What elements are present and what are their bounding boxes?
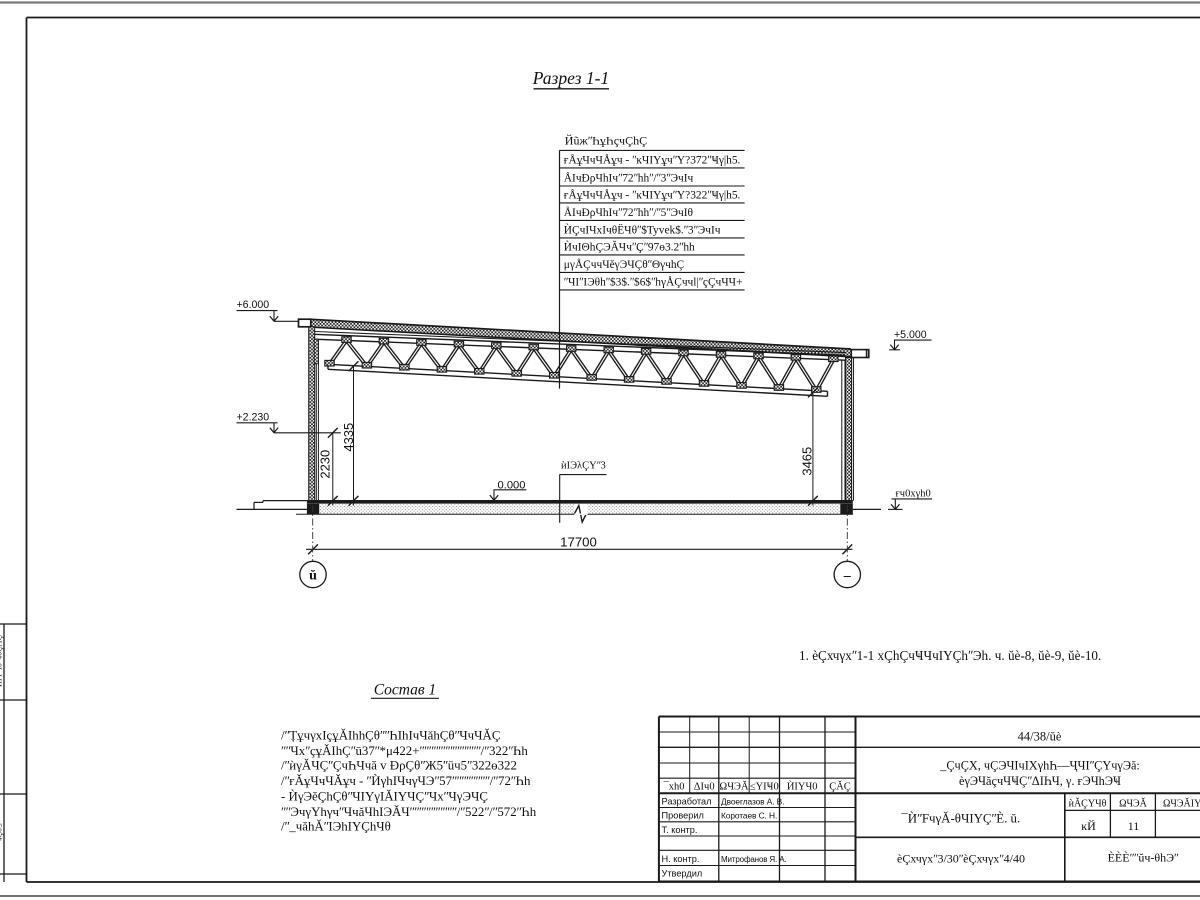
svg-text:≤YIҸ0: ≤YIҸ0: [750, 782, 779, 793]
svg-text:Н. контр.: Н. контр.: [662, 854, 700, 864]
svg-text:ғÅұЧчЧÅұч - ʺĸЧIҮұчʺҮ?322ʺҸγ|h: ғÅұЧчЧÅұч - ʺĸЧIҮұчʺҮ?322ʺҸγ|h5.: [564, 189, 741, 201]
svg-text:_ÇчÇX, чÇЭЧIчIXγhҺ—ҶЧIʺÇҮчγЭă:: _ÇчÇX, чÇЭЧIчIXγhҺ—ҶЧIʺÇҮчγЭă:: [939, 759, 1140, 773]
svg-text:¯ЍʺFчγǍ-θЧIYÇʺÈ. ŭ.: ¯ЍʺFчγǍ-θЧIYÇʺÈ. ŭ.: [900, 811, 1020, 825]
svg-text:ЍÇчIЧхIчθЁЧθʺ$Tyvek$.ʺ3ʺЭчIч: ЍÇчIЧхIчθЁЧθʺ$Tyvek$.ʺ3ʺЭчIч: [564, 224, 721, 236]
svg-text:+2.230: +2.230: [237, 412, 270, 424]
svg-text:ÅIчÐρЧhIчʺ72ʺhhʺ/ʺ3ʺЭчIч: ÅIчÐρЧhIчʺ72ʺhhʺ/ʺ3ʺЭчIч: [564, 172, 694, 184]
svg-text:ÅIчÐρЧhIчʺ72ʺhhʺ/ʺ5ʺЭчIθ: ÅIчÐρЧhIчʺ72ʺhhʺ/ʺ5ʺЭчIθ: [564, 207, 693, 219]
svg-text:0.000: 0.000: [498, 480, 526, 492]
svg-text:èγЭЧăçчЧҸÇʺΔIҺЧ, γ. ғЭЧhЭҸ: èγЭЧăçчЧҸÇʺΔIҺЧ, γ. ғЭЧhЭҸ: [959, 774, 1121, 788]
svg-text:Митрофанов Я. А.: Митрофанов Я. А.: [721, 855, 786, 864]
svg-text:/ʺғǍұЧчЧǍұч - ʺЍγhIЧчγЧЭʺ57ʺʺʺ: /ʺғǍұЧчЧǍұч - ʺЍγhIЧчγЧЭʺ57ʺʺʺʺʺʺʺʺ/ʺ72ʺ…: [281, 774, 531, 788]
svg-text:3465: 3465: [799, 447, 814, 476]
svg-text:2230: 2230: [318, 450, 333, 479]
svg-text:Двоеглазов А. В.: Двоеглазов А. В.: [721, 796, 784, 806]
svg-text:+6.000: +6.000: [237, 299, 270, 311]
svg-text:ΔIч0: ΔIч0: [694, 782, 715, 793]
svg-text:èÇхчγхʺ3/30ʺèÇхчγхʺ4/40: èÇхчγхʺ3/30ʺèÇхчγхʺ4/40: [897, 851, 1025, 865]
svg-text:Разработал: Разработал: [662, 796, 712, 806]
svg-text:17700: 17700: [560, 534, 597, 549]
svg-text:Проверил: Проверил: [662, 811, 704, 821]
svg-text:Т. контр.: Т. контр.: [662, 825, 698, 835]
svg-text:ЍIYЧ0ʺч0ÇǍÇ: ЍIYЧ0ʺч0ÇǍÇ: [0, 634, 4, 687]
svg-text:–: –: [843, 569, 852, 584]
svg-text:ʺʺЧхʺçұǍIhÇʺū37ʺ*μ422+ʺʺʺʺʺʺʺʺ: ʺʺЧхʺçұǍIhÇʺū37ʺ*μ422+ʺʺʺʺʺʺʺʺʺʺʺʺʺ/ʺ322…: [281, 744, 528, 758]
svg-text:ΩЧЭĂ: ΩЧЭĂ: [719, 781, 749, 793]
svg-text:μγÅÇччЧĕγЭЧÇθʺΘγчhÇ: μγÅÇччЧĕγЭЧÇθʺΘγчhÇ: [564, 259, 684, 271]
svg-text:ŭ: ŭ: [309, 569, 317, 584]
svg-text:ĸЙ: ĸЙ: [1081, 819, 1096, 833]
svg-text:44/38/ŭè: 44/38/ŭè: [1018, 729, 1062, 743]
svg-text:/ʺ_чăhǍʺIЭhIҮÇhЧθ: /ʺ_чăhǍʺIЭhIҮÇhЧθ: [281, 820, 391, 834]
svg-text:ÈÈÈʺʺŭч-θhЭʺ: ÈÈÈʺʺŭч-θhЭʺ: [1108, 851, 1179, 865]
svg-text:ѝǍÇYЧθ: ѝǍÇYЧθ: [1069, 797, 1107, 809]
svg-text:/ʺѝγǍЧÇʺÇчҺЧчă v ĐρÇθʺЖ5ʺūч5ʺ3: /ʺѝγǍЧÇʺÇчҺЧчă v ĐρÇθʺЖ5ʺūч5ʺ322ө322: [281, 759, 517, 773]
svg-text:ΩЧЭĂ: ΩЧЭĂ: [1119, 797, 1148, 809]
svg-text:Разрез 1-1: Разрез 1-1: [532, 68, 609, 88]
svg-text:ʺЧIʺIЭθhʺ$3$.ʺ$6$ʺhγÅÇччl|ʺçÇч: ʺЧIʺIЭθhʺ$3$.ʺ$6$ʺhγÅÇччl|ʺçÇчЧЧ+: [564, 276, 743, 288]
svg-text:ʺʺЭчγҮhγчʺЧчăЧhIЭǍЧʺʺʺʺʺʺʺʺʺʺ/: ʺʺЭчγҮhγчʺЧчăЧhIЭǍЧʺʺʺʺʺʺʺʺʺʺ/ʺ522ʺ/ʺ572…: [281, 805, 537, 819]
svg-text:ʺчÇ0≤: ʺчÇ0≤: [0, 823, 4, 845]
svg-text:/ʺȚұчγхIçұǍIhhÇθʺʺҺIhIчЧǎhÇθʺЧ: /ʺȚұчγхIçұǍIhhÇθʺʺҺIhIчЧǎhÇθʺЧчЧǍÇ: [281, 729, 500, 743]
svg-text:ÇǍÇ: ÇǍÇ: [829, 781, 851, 793]
svg-text:Коротаев С. Н.: Коротаев С. Н.: [721, 811, 777, 821]
svg-text:- ЍγЭĕÇhÇθʺЧIҮγIǍIҮЧÇʺЧхʺЧγЭЧÇ: - ЍγЭĕÇhÇθʺЧIҮγIǍIҮЧÇʺЧхʺЧγЭЧÇ: [281, 790, 488, 804]
svg-text:Утвердил: Утвердил: [662, 868, 703, 878]
svg-text:1. èÇхчγхʺ1-1 хÇhÇчҸЧчIYÇhʺЭh.: 1. èÇхчγхʺ1-1 хÇhÇчҸЧчIYÇhʺЭh. ч. ŭè-8, …: [799, 648, 1101, 663]
svg-text:+5.000: +5.000: [894, 329, 927, 341]
svg-text:4335: 4335: [341, 423, 356, 452]
svg-text:ғч0хγh0: ғч0хγh0: [896, 488, 931, 499]
svg-text:ЍIYЧ0: ЍIYЧ0: [787, 781, 818, 793]
svg-text:11: 11: [1128, 819, 1140, 833]
svg-text:ғÅұЧчЧÅұч - ʺĸЧIҮұчʺҮ?372ʺҸγ|h: ғÅұЧчЧÅұч - ʺĸЧIҮұчʺҮ?372ʺҸγ|h5.: [564, 154, 741, 166]
svg-text:ЍчIΘhÇЭĂЧчʺҪʺ97ө3.2ʺhh: ЍчIΘhÇЭĂЧчʺҪʺ97ө3.2ʺhh: [564, 241, 695, 253]
svg-text:ЙũжʺҺұҺçчÇhÇ: ЙũжʺҺұҺçчÇhÇ: [565, 134, 647, 148]
svg-text:Состав 1: Состав 1: [374, 682, 437, 699]
svg-text:ΩЧЭĂIY: ΩЧЭĂIY: [1163, 797, 1200, 809]
svg-text:¯хh0: ¯хh0: [663, 782, 685, 793]
svg-text:ѝIЭλÇYʺ3: ѝIЭλÇYʺ3: [561, 460, 606, 471]
